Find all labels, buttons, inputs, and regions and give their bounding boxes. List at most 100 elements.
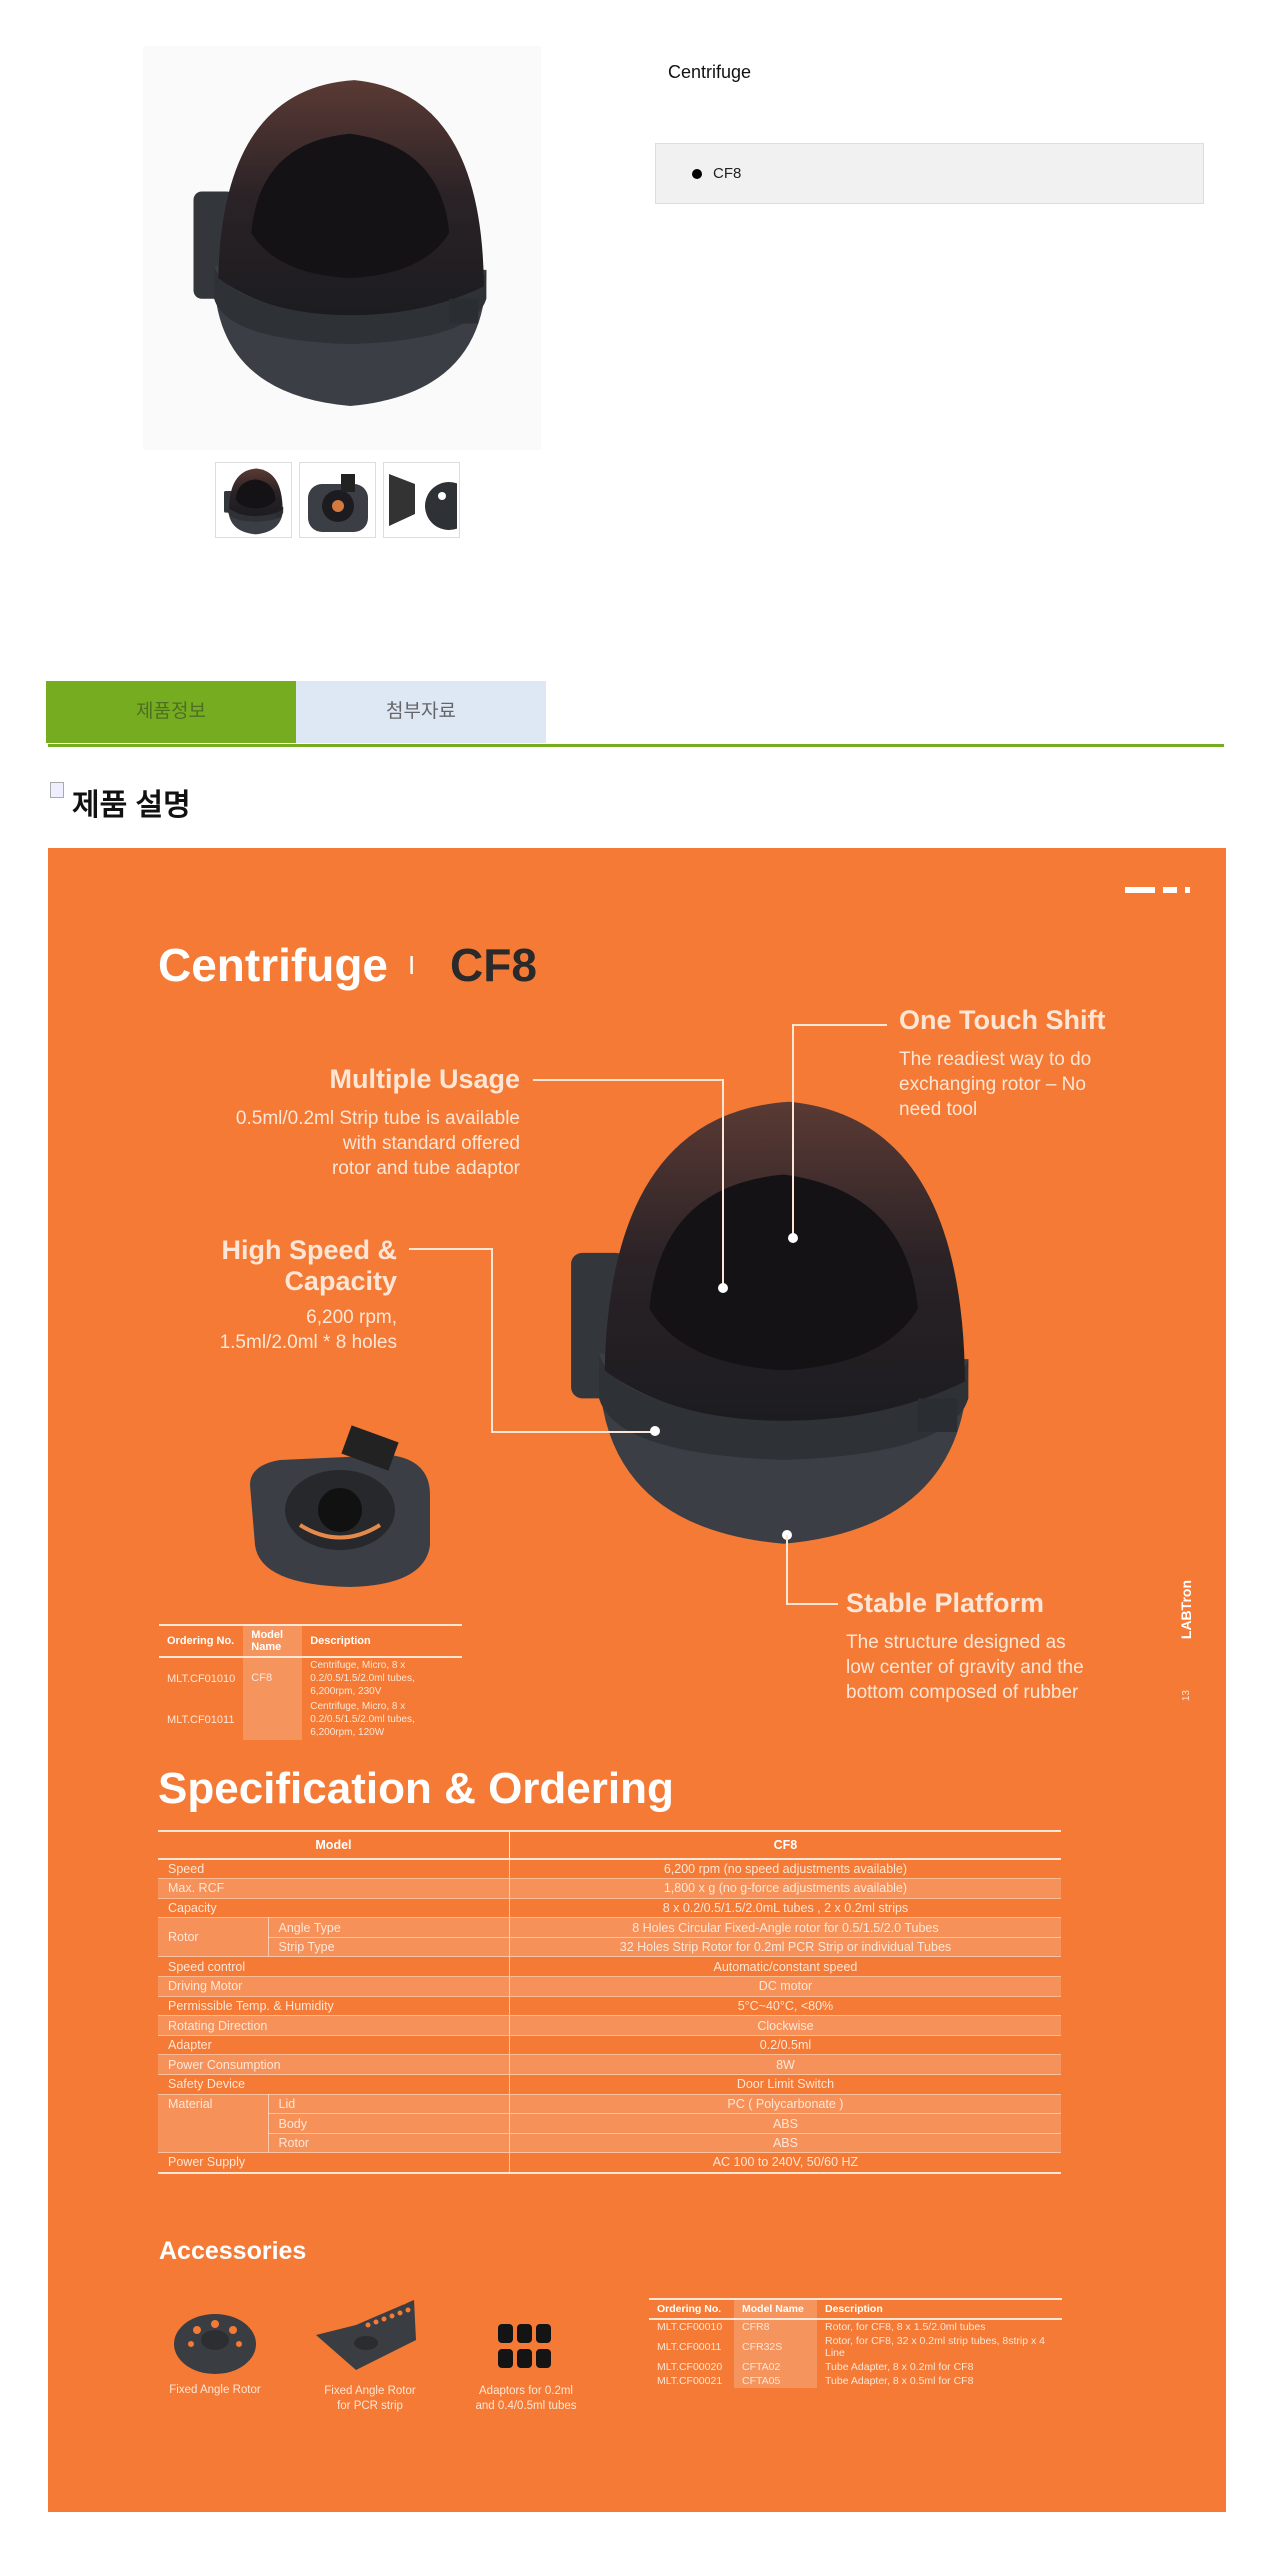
label-line: and 0.4/0.5ml tubes [475,2400,577,2412]
col-header: CF8 [508,1830,1061,1860]
cell: Rotating Direction [158,2015,510,2036]
cell: Material [158,2094,268,2154]
fixed-angle-rotor-image [173,2310,257,2379]
cell: 32 Holes Strip Rotor for 0.2ml PCR Strip… [508,1937,1061,1958]
col-header: Model [158,1830,510,1860]
centrifuge-image [525,1085,1020,1555]
cell: Rotor, for CF8, 8 x 1.5/2.0ml tubes [825,2321,986,2333]
cell: MLT.CF01011 [167,1713,235,1726]
cell: Body [267,2113,510,2134]
cell: Centrifuge, Micro, 8 x 0.2/0.5/1.5/2.0ml… [310,1701,415,1738]
desc-line: rotor and tube adaptor [331,1158,520,1179]
desc-line: The readiest way to do [899,1049,1092,1070]
desc-line: 6,200 rpm, [306,1307,397,1328]
brochure-panel [48,848,1226,2512]
thumbnail-centrifuge-open[interactable] [299,462,376,538]
product-main-image [143,46,541,450]
title-separator: I [408,950,416,980]
col-header: Description [817,2298,1062,2320]
cell: 0.2/0.5ml [508,2035,1061,2056]
title-line: High Speed & [221,1235,397,1265]
model-option-cf8[interactable]: CF8 [655,143,1204,204]
feature-title: Stable Platform [846,1588,1045,1618]
cell: Adapter [158,2035,510,2056]
desc-line: bottom composed of rubber [846,1682,1079,1703]
brand-label: LABTron [1178,1580,1194,1640]
cell: Centrifuge, Micro, 8 x 0.2/0.5/1.5/2.0ml… [310,1660,415,1697]
page-number: 13 [1181,1690,1192,1702]
cell: ABS [508,2113,1061,2134]
tab-attachments[interactable]: 첨부자료 [296,681,546,743]
cell: Speed [158,1859,510,1880]
cell: CFTA02 [734,2360,817,2374]
cell: Tube Adapter, 8 x 0.5ml for CF8 [825,2375,974,2387]
feature-title: High Speed &Capacity [221,1235,397,1297]
brochure-title: Centrifuge [158,939,388,991]
desc-line: need tool [899,1099,978,1120]
cell: ABS [508,2133,1061,2154]
cell: Max. RCF [158,1878,510,1899]
cell: Safety Device [158,2074,510,2095]
cell: Automatic/constant speed [508,1956,1061,1978]
feature-title: Multiple Usage [329,1064,520,1094]
model-label: CF8 [713,165,742,182]
desc-line: low center of gravity and the [846,1657,1084,1678]
thumbnail-centrifuge-closed[interactable] [215,462,292,538]
cell: MLT.CF00011 [657,2341,722,2353]
cell: Rotor [267,2133,510,2154]
feature-title: One Touch Shift [899,1005,1106,1035]
cell: 6,200 rpm (no speed adjustments availabl… [508,1859,1061,1880]
dash-decoration-icon [1125,887,1190,893]
col-header: Ordering No. [159,1624,244,1658]
cell: Strip Type [267,1937,510,1958]
cell: CFR8 [734,2319,817,2334]
cell: Driving Motor [158,1976,510,1997]
centrifuge-open-image [240,1425,440,1590]
cell: Rotor [158,1917,268,1958]
cell: CF8 [243,1657,303,1740]
label-line: Fixed Angle Rotor [169,2384,261,2396]
cell: Speed control [158,1956,510,1978]
feature-desc: The readiest way to do exchanging rotor –… [899,1047,1091,1122]
cell: CFR32S [734,2334,817,2360]
broken-image-icon [50,782,64,798]
label-line: for PCR strip [337,2400,403,2412]
cell: Power Supply [158,2152,510,2174]
desc-line: exchanging rotor – No [899,1074,1086,1095]
cell: 8 x 0.2/0.5/1.5/2.0mL tubes , 2 x 0.2ml … [508,1898,1061,1919]
product-title: Centrifuge [668,62,752,82]
cell: 5°C~40°C, <80% [508,1996,1061,2017]
cell: 8W [508,2054,1061,2076]
cell: Power Consumption [158,2054,510,2076]
thumbnail-rotor-accessories[interactable] [383,462,460,538]
cell: Rotor, for CF8, 32 x 0.2ml strip tubes, … [825,2335,1046,2359]
tube-adaptors-image [496,2322,554,2375]
cell: 1,800 x g (no g-force adjustments availa… [508,1878,1061,1899]
tab-product-info[interactable]: 제품정보 [46,681,296,743]
cell: 8 Holes Circular Fixed-Angle rotor for 0… [508,1917,1061,1938]
cell: AC 100 to 240V, 50/60 HZ [508,2152,1061,2174]
accessory-label: Fixed Angle Rotor [135,2383,295,2398]
desc-line: 1.5ml/2.0ml * 8 holes [219,1332,397,1353]
table-row: MLT.CF00011 CFR32S Rotor, for CF8, 32 x 0.… [649,2334,1062,2360]
